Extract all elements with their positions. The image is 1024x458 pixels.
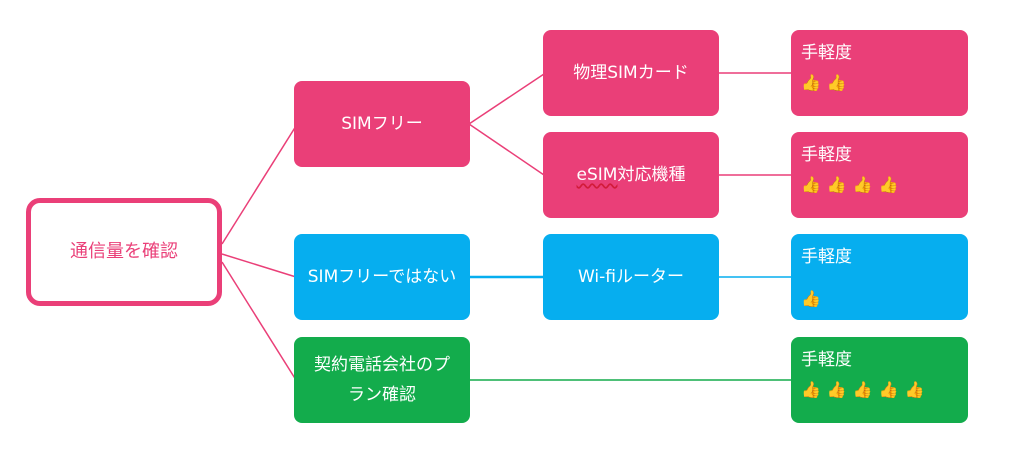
leaf-physical-sim-label: 物理SIMカード <box>573 63 689 83</box>
connector-root-notsimfree <box>221 253 297 278</box>
rating-label: 手軽度 <box>801 43 852 63</box>
branch-not-simfree-label: SIMフリーではない <box>307 267 457 287</box>
thumbs-up-icons: 👍👍👍👍👍 <box>801 379 958 401</box>
thumbs-up-icon: 👍 <box>826 175 853 194</box>
thumbs-up-icon: 👍 <box>878 380 905 399</box>
root-label: 通信量を確認 <box>70 241 178 262</box>
rating-label: 手軽度 <box>801 247 852 267</box>
rating-esim[interactable]: 手軽度 👍👍👍👍 <box>791 132 968 218</box>
esim-text: eSIM <box>576 165 618 185</box>
thumbs-up-icon: 👍 <box>852 380 879 399</box>
thumbs-up-icon: 👍 <box>826 73 853 92</box>
root-node[interactable]: 通信量を確認 <box>26 198 222 306</box>
thumbs-up-icon: 👍 <box>852 175 879 194</box>
thumbs-up-icon: 👍 <box>801 289 827 308</box>
leaf-wifi-router[interactable]: Wi-fiルーター <box>543 234 719 320</box>
rating-carrier-plan[interactable]: 手軽度 👍👍👍👍👍 <box>791 337 968 423</box>
rating-label: 手軽度 <box>801 350 852 370</box>
thumbs-up-icon: 👍 <box>904 380 931 399</box>
thumbs-up-icon: 👍 <box>826 380 853 399</box>
thumbs-up-icon: 👍 <box>801 380 827 399</box>
leaf-physical-sim[interactable]: 物理SIMカード <box>543 30 719 116</box>
branch-carrier-plan[interactable]: 契約電話会社のプラン確認 <box>294 337 470 423</box>
thumbs-up-icon: 👍 <box>801 175 827 194</box>
thumbs-up-icons: 👍 <box>801 288 958 310</box>
rating-wifi-router[interactable]: 手軽度 👍 <box>791 234 968 320</box>
leaf-esim-devices[interactable]: eSIM対応機種 <box>543 132 719 218</box>
branch-carrier-plan-label: 契約電話会社のプラン確認 <box>314 355 450 405</box>
devices-text: 対応機種 <box>617 165 686 185</box>
connector-simfree-esim <box>468 123 545 176</box>
branch-simfree[interactable]: SIMフリー <box>294 81 470 167</box>
connector-root-carrier <box>221 261 297 381</box>
branch-not-simfree[interactable]: SIMフリーではない <box>294 234 470 320</box>
leaf-wifi-router-label: Wi-fiルーター <box>577 267 684 287</box>
thumbs-up-icon: 👍 <box>801 73 827 92</box>
connector-simfree-physical <box>468 73 545 125</box>
rating-physical-sim[interactable]: 手軽度 👍👍 <box>791 30 968 116</box>
connector-root-simfree <box>221 125 297 245</box>
leaf-esim-devices-label: eSIM対応機種 <box>577 160 686 190</box>
thumbs-up-icons: 👍👍 <box>801 72 958 94</box>
thumbs-up-icons: 👍👍👍👍 <box>801 174 958 196</box>
branch-simfree-label: SIMフリー <box>341 114 423 134</box>
thumbs-up-icon: 👍 <box>878 175 905 194</box>
rating-label: 手軽度 <box>801 145 852 165</box>
